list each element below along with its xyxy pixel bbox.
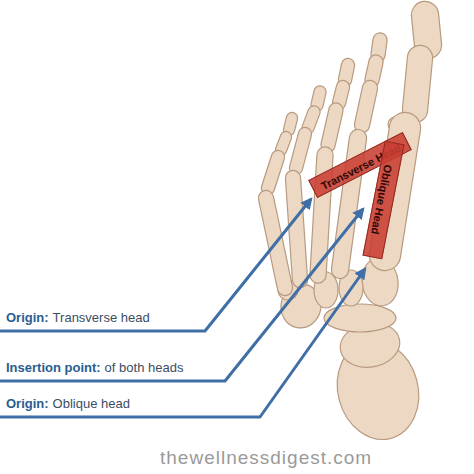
leader-arrow (0, 269, 365, 417)
callout-text: Oblique head (53, 396, 130, 411)
long-bone (281, 137, 286, 150)
watermark: thewellnessdigest.com (160, 447, 372, 469)
long-bone (415, 58, 420, 110)
long-bone (296, 134, 305, 168)
callout-heading: Origin: (6, 310, 49, 325)
long-bone (317, 92, 320, 105)
callout-label: Origin: Transverse head (6, 310, 150, 326)
callout-heading: Origin: (6, 396, 49, 411)
long-bone (268, 157, 278, 188)
long-bone (425, 15, 428, 45)
callout-text: Transverse head (53, 310, 150, 325)
long-bone (328, 110, 336, 145)
leader-arrows (0, 199, 365, 417)
long-bone (293, 178, 300, 280)
long-bone (372, 62, 376, 80)
long-bone (308, 112, 314, 128)
callout-label: Insertion point: of both heads (6, 360, 183, 376)
callout-heading: Insertion point: (6, 360, 101, 375)
long-bone (339, 87, 343, 103)
tarsal-bone (324, 304, 396, 332)
callout-label: Origin: Oblique head (6, 396, 130, 412)
leader-arrow (0, 209, 363, 381)
long-bone (289, 118, 292, 130)
callout-text: of both heads (105, 360, 184, 375)
long-bone (362, 88, 370, 125)
long-bone (378, 40, 380, 55)
leader-arrow (0, 199, 311, 331)
long-bone (345, 65, 348, 80)
bone-group (266, 15, 430, 449)
